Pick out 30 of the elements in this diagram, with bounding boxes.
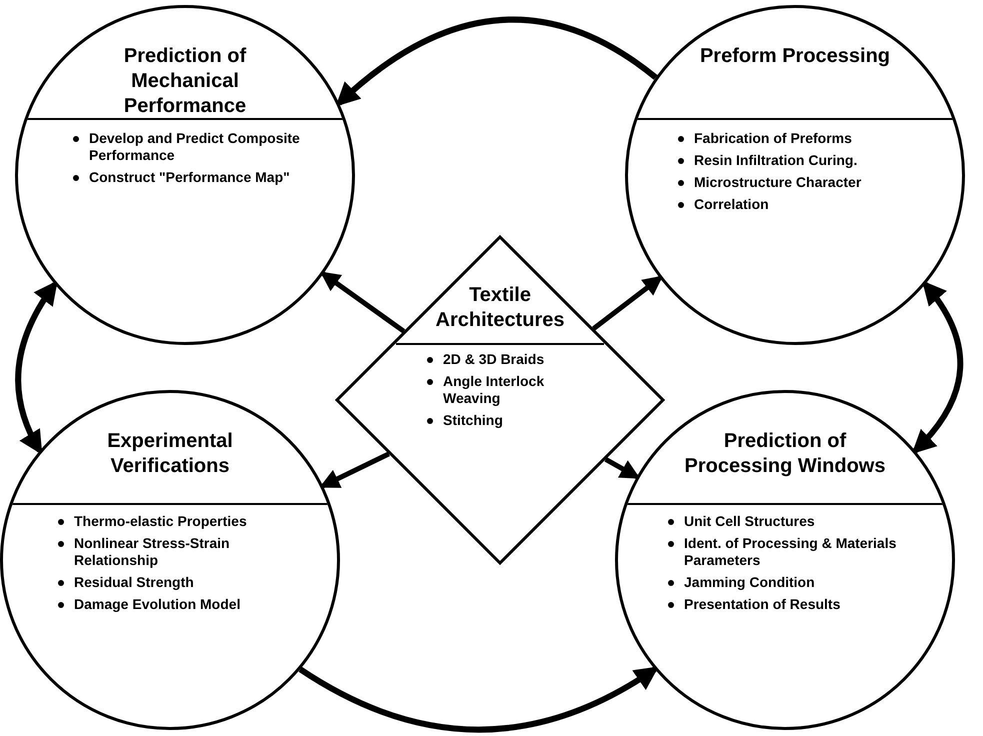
arrow	[15, 280, 58, 455]
arrow	[298, 666, 659, 733]
arrow	[335, 16, 658, 106]
arrow	[912, 280, 964, 454]
bullet-text: Microstructure Character	[694, 174, 862, 191]
heading: Prediction of Processing Windows	[684, 429, 886, 479]
heading: Preform Processing	[698, 44, 892, 69]
bullet-text: Fabrication of Preforms	[694, 130, 852, 147]
bullet-text: Residual Strength	[74, 574, 194, 591]
bullet-text: Stitching	[443, 412, 503, 429]
heading: Experimental Verifications	[106, 429, 234, 479]
decision-diamond	[335, 235, 665, 565]
bullet-text: Resin Infiltration Curing.	[694, 152, 858, 169]
bullet-text: Jamming Condition	[684, 574, 815, 591]
arrow	[592, 276, 663, 331]
bullet-text: Angle Interlock Weaving	[443, 373, 546, 407]
bullet-text: 2D & 3D Braids	[443, 351, 544, 368]
bullet-text: Construct "Performance Map"	[89, 169, 290, 186]
bullet-text: Develop and Predict Composite Performance	[89, 130, 301, 164]
bullet-text: Damage Evolution Model	[74, 596, 240, 613]
arrow	[320, 271, 406, 334]
bullet-text: Unit Cell Structures	[684, 513, 815, 530]
heading: Textile Architectures	[434, 283, 566, 333]
heading: Prediction of Mechanical Performance	[122, 44, 248, 119]
arrow	[604, 457, 640, 479]
bullet-text: Nonlinear Stress-Strain Relationship	[74, 535, 231, 569]
bullet-text: Thermo-elastic Properties	[74, 513, 247, 530]
bullet-text: Presentation of Results	[684, 596, 840, 613]
bullet-text: Ident. of Processing & Materials Parameters	[684, 535, 898, 569]
bullet-text: Correlation	[694, 196, 769, 213]
